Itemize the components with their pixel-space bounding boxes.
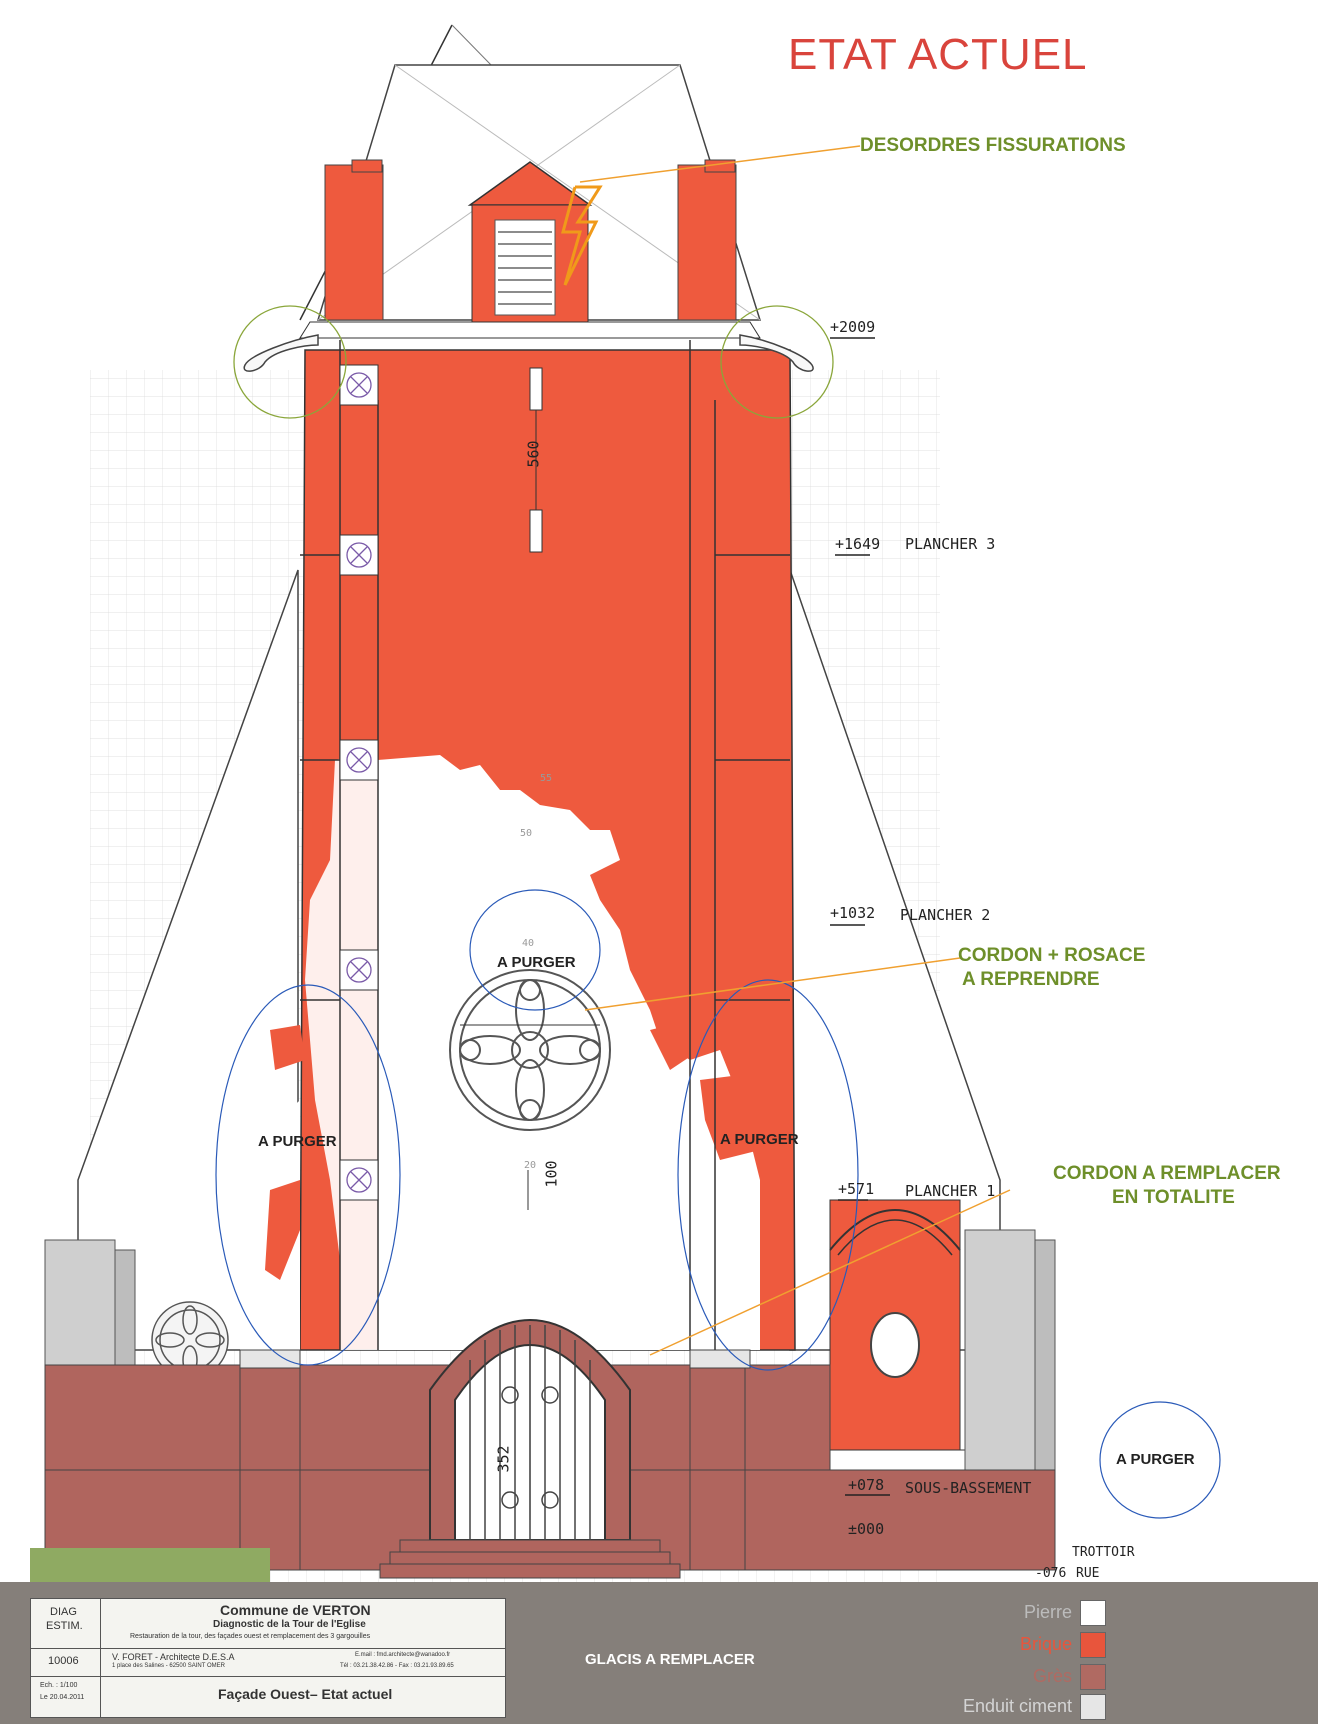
legend-label-enduit: Enduit ciment [962, 1696, 1072, 1716]
tb-number: 10006 [48, 1655, 79, 1667]
rosace-window [449, 969, 611, 1131]
gargoyle-circles [233, 305, 834, 419]
legend-swatch-brique [1080, 1632, 1106, 1658]
level-1032: +1032 [830, 904, 876, 922]
legend-swatch-gres [1080, 1664, 1106, 1690]
level-plancher-2: PLANCHER 2 [900, 906, 991, 924]
tb-commune: Commune de VERTON [220, 1602, 371, 1618]
tb-number-cell [30, 1648, 102, 1678]
annotation-cordon-rosace-line2: A REPRENDRE [962, 969, 1100, 990]
legend-swatch-enduit [1080, 1694, 1106, 1720]
tb-project: Diagnostic de la Tour de l'Eglise [213, 1619, 366, 1630]
level-rue: RUE [1076, 1566, 1100, 1581]
dimension-100: 100 [542, 1160, 561, 1188]
level-sous-bassement: SOUS-BASSEMENT [905, 1479, 1032, 1497]
gargoyle-right [739, 334, 814, 372]
tb-description: Restauration de la tour, des façades oue… [130, 1633, 371, 1640]
tower-cornice [299, 321, 761, 339]
annotation-cordon-rosace-line1: CORDON + ROSACE [958, 945, 1146, 966]
grid-mark-55: 55 [540, 773, 553, 784]
slit-window-lower [529, 509, 543, 553]
drawing-title: ETAT ACTUEL [788, 30, 1088, 79]
dimension-352: 352 [494, 1445, 513, 1473]
chapel-oculus [870, 1312, 920, 1378]
purge-label-legend: A PURGER [1116, 1451, 1195, 1468]
tb-date: Le 20.04.2011 [40, 1694, 85, 1701]
tb-type-cell [30, 1598, 102, 1650]
level-2009: +2009 [830, 318, 876, 336]
hedge [30, 1548, 270, 1588]
grid-mark-50: 50 [520, 828, 533, 839]
slit-window-upper [529, 367, 543, 411]
grid-mark-40: 40 [522, 938, 535, 949]
annotation-cordon-remplacer-line1: CORDON A REMPLACER [1053, 1163, 1281, 1184]
dimension-560: 560 [524, 440, 543, 468]
annotation-desordres: DESORDRES FISSURATIONS [860, 135, 1126, 156]
tb-sheet-title: Façade Ouest– Etat actuel [218, 1686, 393, 1702]
level-trottoir: TROTTOIR [1072, 1545, 1135, 1560]
tb-architect: V. FORET - Architecte D.E.S.A [112, 1652, 235, 1662]
purge-label-right: A PURGER [720, 1131, 799, 1148]
tb-type-line2: ESTIM. [46, 1620, 83, 1632]
pinnacle-right [677, 164, 737, 321]
tb-type-line1: DIAG [50, 1606, 77, 1618]
level-plancher-1: PLANCHER 1 [905, 1182, 996, 1200]
purge-ellipses [215, 889, 1221, 1519]
tb-address: 1 place des Salines - 62500 SAINT OMER [112, 1663, 225, 1669]
leader-lines [579, 145, 1011, 1356]
crack-symbol [561, 185, 603, 286]
level-plancher-3: PLANCHER 3 [905, 535, 996, 553]
tb-scale: Ech. : 1/100 [40, 1682, 78, 1689]
legend-label-gres: Grès [1032, 1666, 1072, 1686]
level-078: +078 [848, 1476, 885, 1494]
legend-label-brique: Brique [1019, 1634, 1072, 1654]
legend-label-pierre: Pierre [1023, 1602, 1072, 1622]
tb-phone: Tél : 03.21.38.42.86 - Fax : 03.21.93.89… [340, 1663, 454, 1669]
glacis-legend-label: GLACIS A REMPLACER [585, 1651, 755, 1668]
tb-scale-cell [30, 1676, 102, 1718]
tb-architect-cell [100, 1648, 506, 1678]
pinnacle-left [324, 164, 384, 321]
tb-sheet-cell [100, 1676, 506, 1718]
annotation-cordon-remplacer-line2: EN TOTALITE [1112, 1187, 1235, 1208]
level-571: +571 [838, 1180, 875, 1198]
tb-email: E.mail : fmd.architecte@wanadoo.fr [355, 1652, 451, 1658]
glacis-x-marks [346, 372, 372, 1193]
grid-mark-20: 20 [524, 1160, 537, 1171]
level-076: -076 [1035, 1566, 1067, 1581]
gargoyle-left [243, 334, 319, 372]
purge-label-left: A PURGER [258, 1133, 337, 1150]
purge-label-center: A PURGER [497, 954, 576, 971]
legend-swatch-pierre [1080, 1600, 1106, 1626]
title-block: DIAG ESTIM. 10006 Ech. : 1/100 Le 20.04.… [0, 1582, 1318, 1724]
level-1649: +1649 [835, 535, 881, 553]
level-000: ±000 [848, 1520, 885, 1538]
